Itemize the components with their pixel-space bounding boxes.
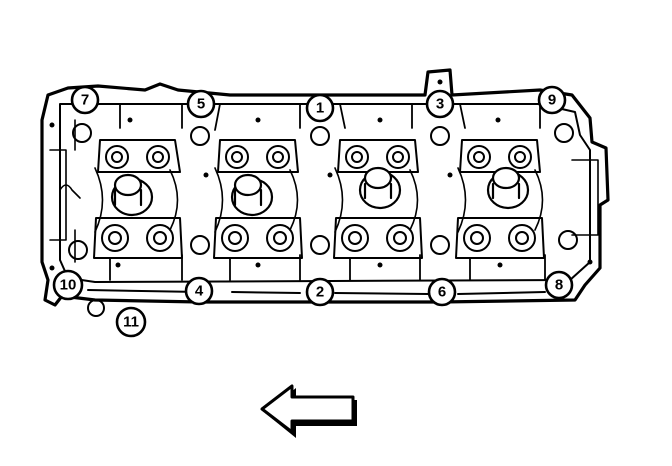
callout-7: 7	[70, 85, 100, 115]
callout-label: 5	[197, 96, 205, 113]
cam-cap	[455, 217, 545, 259]
cam-cap	[213, 217, 303, 259]
callout-label: 2	[316, 284, 324, 301]
head-bolt	[310, 126, 330, 146]
cam-cap	[459, 139, 541, 173]
spark-plug-tubes	[110, 166, 530, 217]
cam-cap	[93, 217, 183, 259]
callout-label: 4	[195, 283, 204, 300]
left-arrow-icon	[260, 384, 357, 438]
callout-8: 8	[544, 270, 574, 300]
callout-6: 6	[427, 277, 457, 307]
callout-3: 3	[425, 89, 455, 119]
head-bolt	[430, 235, 450, 255]
head-bolt	[430, 126, 450, 146]
upper-cam-caps	[97, 139, 541, 173]
cylinder-head-outline	[40, 68, 610, 307]
callout-label: 8	[555, 277, 563, 294]
callout-5: 5	[186, 89, 216, 119]
callout-9: 9	[537, 85, 567, 115]
head-bolt	[190, 126, 210, 146]
callout-10: 10	[52, 269, 84, 301]
head-bolt	[87, 299, 105, 317]
callout-11: 11	[115, 306, 147, 338]
plug-tube	[486, 166, 530, 210]
head-bolt	[72, 123, 92, 143]
lower-cam-caps	[93, 217, 545, 259]
cam-cap	[217, 139, 299, 173]
callout-label: 6	[438, 284, 446, 301]
head-bolt	[554, 123, 574, 143]
callout-label: 1	[316, 100, 324, 117]
plug-tube	[230, 173, 274, 217]
head-bolt	[190, 235, 210, 255]
small-fastener-dots	[49, 79, 593, 271]
head-bolt	[310, 235, 330, 255]
callout-label: 9	[548, 92, 556, 109]
plug-tube	[110, 173, 154, 217]
callout-2: 2	[305, 277, 335, 307]
head-bolt	[558, 230, 578, 250]
head-bolt	[68, 240, 88, 260]
callout-4: 4	[184, 276, 214, 306]
head-bolts	[68, 123, 578, 317]
callout-1: 1	[305, 93, 335, 123]
callout-label: 11	[123, 314, 139, 331]
cam-cap	[333, 217, 423, 259]
callout-label: 7	[81, 92, 89, 109]
cam-cap	[97, 139, 181, 173]
callout-label: 3	[436, 96, 444, 113]
plug-tube	[358, 166, 402, 210]
callout-label: 10	[60, 277, 77, 294]
cam-cap	[337, 139, 419, 173]
